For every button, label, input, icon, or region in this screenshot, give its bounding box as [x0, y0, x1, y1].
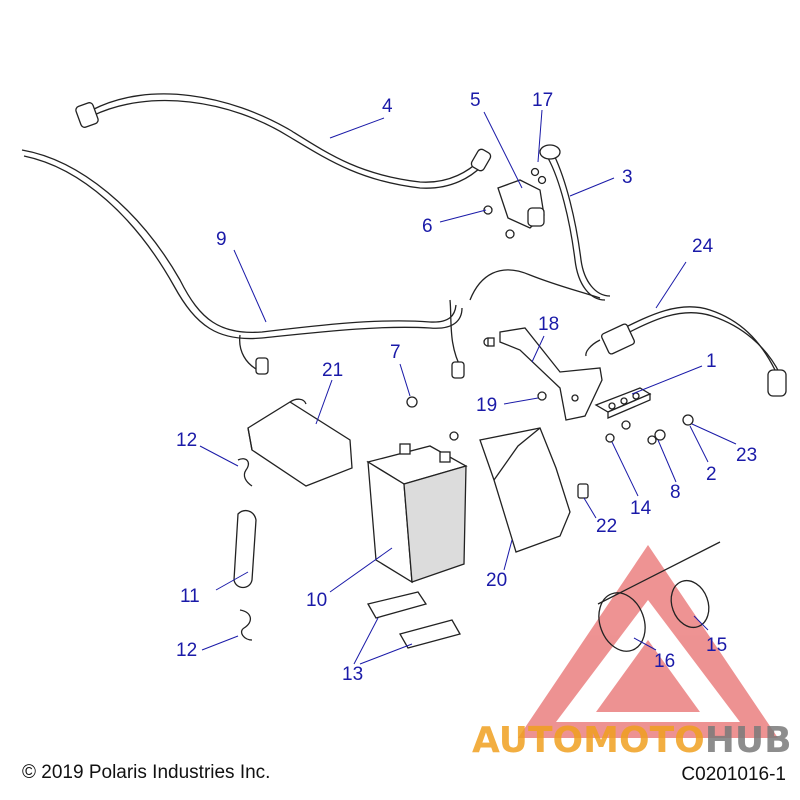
callout-6: 6 [422, 216, 433, 237]
callout-12-top: 12 [176, 430, 197, 451]
callout-3: 3 [622, 167, 633, 188]
callout-13: 13 [342, 664, 363, 685]
callout-14: 14 [630, 498, 652, 519]
rings-15-16 [597, 541, 721, 652]
callout-2: 2 [706, 464, 717, 485]
brand-part-1: AUTOMOTO [472, 720, 705, 761]
battery-cover-21 [247, 398, 353, 487]
callout-15: 15 [706, 635, 727, 656]
harness-24 [585, 306, 787, 397]
cable-3 [539, 144, 611, 301]
pads-13 [367, 591, 461, 649]
callout-7: 7 [390, 342, 401, 363]
callout-20: 20 [486, 570, 507, 591]
clips-12 [237, 458, 253, 641]
terminal-block-1 [594, 387, 652, 419]
copyright-notice: © 2019 Polaris Industries Inc. [22, 762, 271, 783]
battery-box-20 [479, 427, 571, 553]
callout-9: 9 [216, 229, 227, 250]
hardware [406, 337, 694, 499]
callout-8: 8 [670, 482, 681, 503]
leader-lines [199, 109, 737, 665]
svg-text:AUTOMOTOHUB: AUTOMOTOHUB [472, 720, 792, 761]
battery-10 [366, 443, 468, 584]
callout-19: 19 [476, 395, 497, 416]
callout-24: 24 [692, 236, 714, 257]
diagram-code: C0201016-1 [681, 764, 786, 785]
callout-23: 23 [736, 445, 757, 466]
callout-1: 1 [706, 351, 717, 372]
cable-9 [21, 149, 601, 379]
automotohub-watermark [518, 545, 778, 738]
callout-11: 11 [180, 586, 200, 607]
callout-17: 17 [532, 90, 553, 111]
brand-part-2: HUB [705, 720, 792, 761]
watermark-brand: AUTOMOTOHUB [472, 720, 792, 761]
solenoid-5 [483, 167, 547, 239]
callout-18: 18 [538, 314, 559, 335]
cable-4 [75, 93, 492, 189]
strap-11 [233, 509, 257, 589]
callout-22: 22 [596, 516, 617, 537]
callout-21: 21 [322, 360, 343, 381]
callout-16: 16 [654, 651, 675, 672]
callout-5: 5 [470, 90, 481, 111]
callout-12-bottom: 12 [176, 640, 197, 661]
callout-4: 4 [382, 96, 393, 117]
bracket-18 [483, 327, 603, 421]
callouts: 1 2 3 4 5 6 7 8 9 10 11 12 12 13 14 15 1… [176, 90, 757, 685]
callout-10: 10 [306, 590, 327, 611]
